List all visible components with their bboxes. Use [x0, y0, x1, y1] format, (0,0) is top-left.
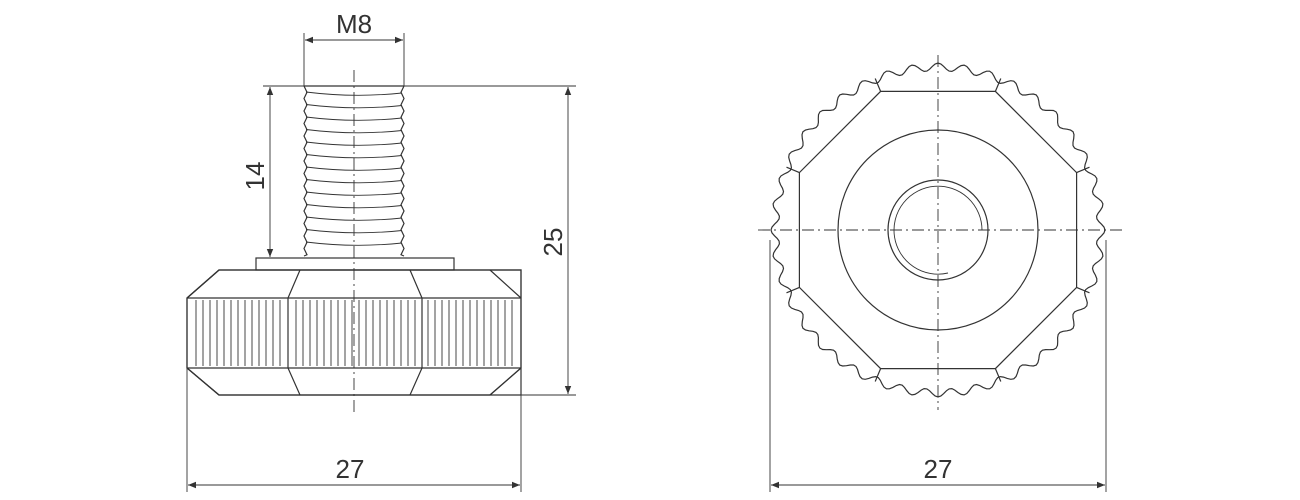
thread-crest-line	[305, 191, 403, 196]
dimension-thread: M8	[303, 9, 405, 86]
side-view: M8 14 25 27	[186, 9, 576, 492]
dimension-diameter-top-label: 27	[924, 454, 953, 484]
dimension-total-height: 25	[404, 85, 576, 396]
chamfer-line	[874, 78, 882, 92]
thread-inner-arc	[893, 185, 983, 275]
knurled-knob-side	[186, 269, 522, 396]
chamfer-line	[1076, 166, 1090, 174]
thread-crest-line	[305, 104, 403, 109]
chamfer-line	[994, 78, 1002, 92]
dimension-thread-length-label: 14	[240, 162, 270, 191]
dimension-thread-length: 14	[240, 85, 304, 259]
thread-crest-line	[305, 166, 403, 171]
knurled-outline	[770, 62, 1106, 398]
chamfer-line	[786, 166, 800, 174]
chamfer-line	[874, 368, 882, 382]
dimension-diameter-side-label: 27	[336, 454, 365, 484]
dimension-diameter-top: 27	[769, 240, 1107, 492]
chamfer-line	[994, 368, 1002, 382]
thread-crest-line	[305, 216, 403, 221]
thread-crest-line	[305, 129, 403, 134]
thread-crest-line	[305, 241, 403, 246]
dimension-thread-label: M8	[336, 9, 372, 39]
chamfer-lines	[786, 78, 1090, 382]
thread-crest-line	[305, 154, 403, 159]
dimension-total-height-label: 25	[538, 228, 568, 257]
chamfer-line	[1076, 286, 1090, 294]
dimension-diameter-side: 27	[186, 368, 522, 492]
top-view: 27	[758, 55, 1122, 492]
chamfer-line	[786, 286, 800, 294]
collar	[255, 257, 455, 271]
